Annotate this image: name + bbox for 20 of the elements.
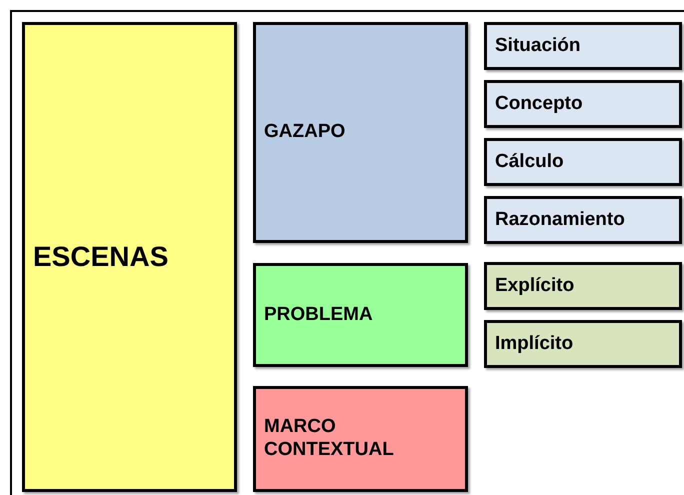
box-label: Explícito [495, 274, 574, 298]
category-box [253, 386, 468, 492]
box-label: Razonamiento [495, 208, 625, 232]
box-label: PROBLEMA [264, 304, 373, 326]
box-label: ESCENAS [33, 240, 168, 274]
box-label: GAZAPO [264, 121, 346, 144]
box-label: Situación [495, 34, 581, 58]
category-box [484, 320, 682, 368]
category-box [22, 22, 237, 492]
category-box [484, 196, 682, 244]
box-label: Implícito [495, 332, 574, 356]
category-box [253, 263, 468, 367]
category-box [484, 138, 682, 186]
box-label: MARCO CONTEXTUAL [264, 416, 395, 462]
category-box [253, 22, 468, 243]
category-box [484, 80, 682, 128]
box-label: Concepto [495, 92, 583, 116]
box-label: Cálculo [495, 150, 564, 174]
category-box [484, 262, 682, 310]
category-box [484, 22, 682, 70]
